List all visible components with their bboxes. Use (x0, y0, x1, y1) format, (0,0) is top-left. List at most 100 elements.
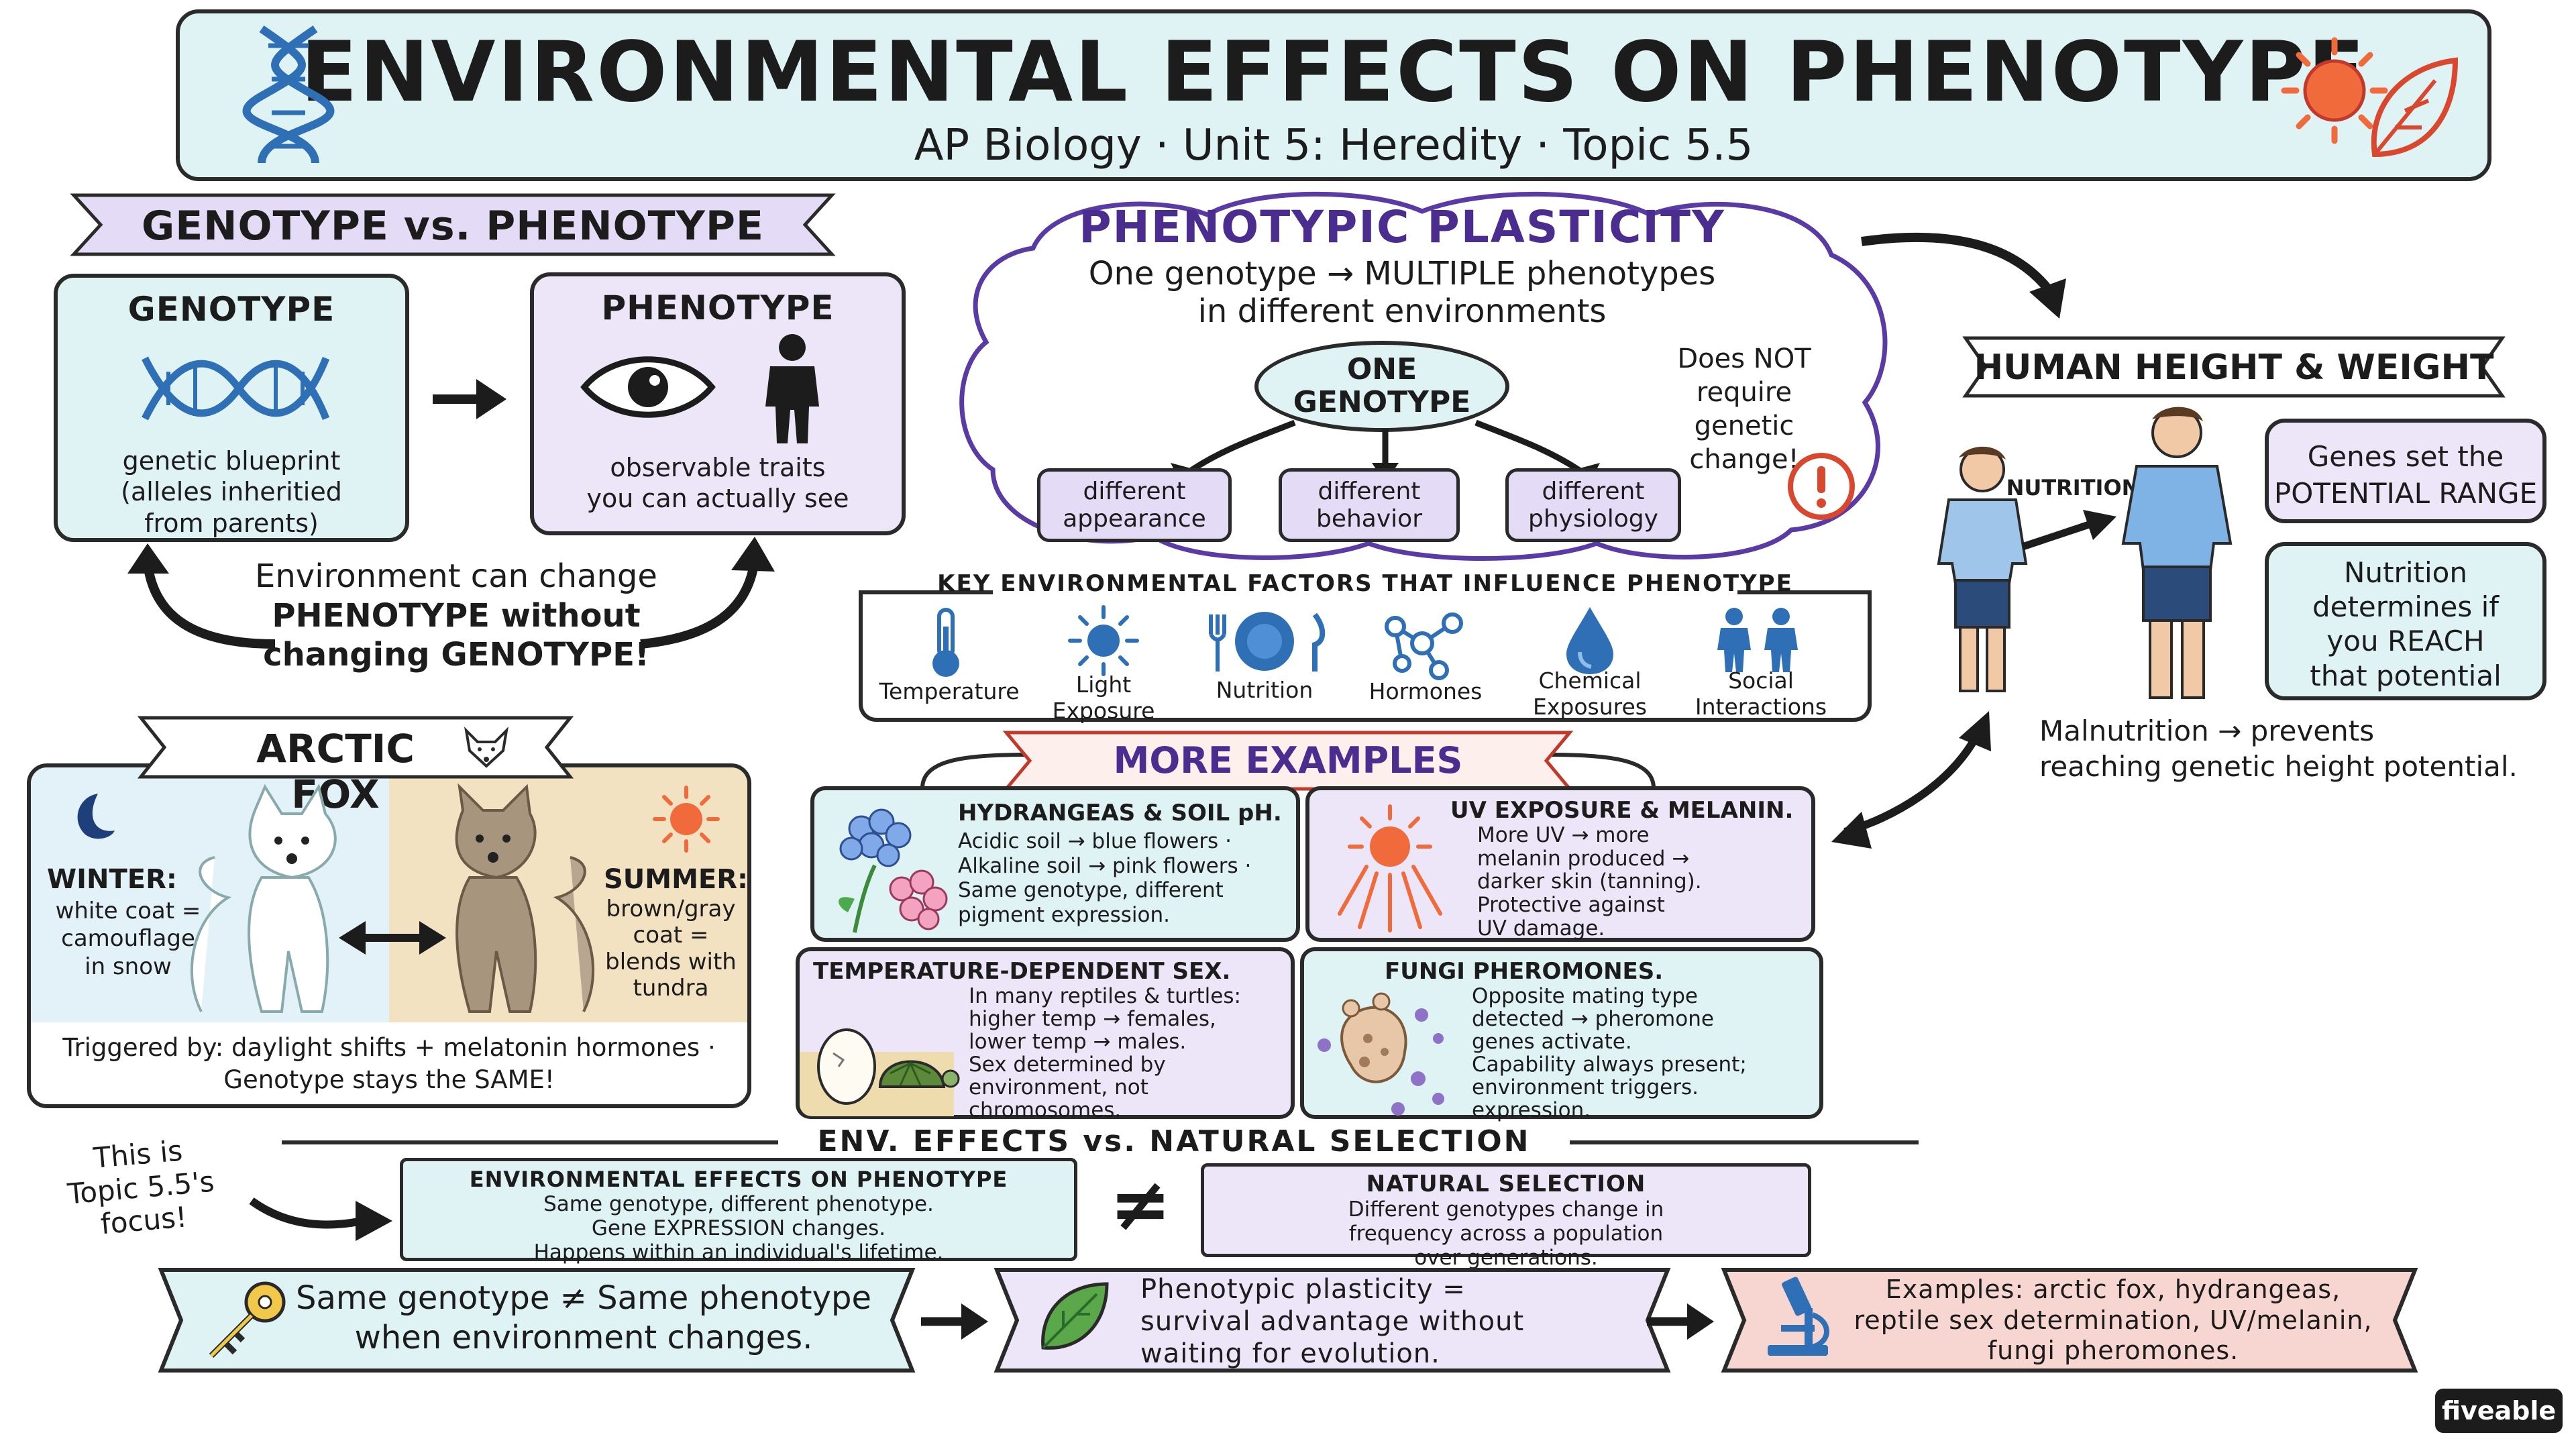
hydrangea-icon (839, 808, 948, 933)
arrow-right-icon (2021, 510, 2116, 551)
more-examples-banner: MORE EXAMPLES (1002, 730, 1574, 792)
winter-description: white coat = camouflage in snow (55, 898, 201, 980)
key-icon (209, 1281, 286, 1358)
microscope-icon (1768, 1277, 1829, 1356)
double-arrow-fox (339, 921, 446, 955)
comparison-rule-left (282, 1140, 778, 1144)
not-equal-sign: ≠ (1109, 1161, 1172, 1247)
plasticity-subtitle-1: One genotype → MULTIPLE phenotypes (1088, 255, 1716, 292)
fungi-cells-icon (1318, 992, 1444, 1116)
dna-icon (242, 25, 335, 164)
temp-sex-title: TEMPERATURE-DEPENDENT SEX. (813, 958, 1231, 985)
genes-potential-box: Genes set the POTENTIAL RANGE (2265, 419, 2546, 523)
sun-leaf-icon (2281, 37, 2459, 158)
sun-rays-icon (1338, 804, 1442, 932)
summary-3-text: Examples: arctic fox, hydrangeas, reptil… (1854, 1275, 2373, 1366)
fungi-title: FUNGI PHEROMONES. (1385, 958, 1664, 985)
page-subtitle: AP Biology · Unit 5: Heredity · Topic 5.… (914, 121, 1754, 170)
fox-title: ARCTIC FOX (256, 726, 415, 817)
human-banner: HUMAN HEIGHT & WEIGHT (1962, 335, 2506, 398)
warning-icon (1788, 453, 1855, 520)
env-effects-box: ENVIRONMENTAL EFFECTS ON PHENOTYPE Same … (400, 1158, 1077, 1265)
sun-icon (1068, 605, 1139, 676)
thermometer-icon (932, 608, 959, 677)
winter-title: WINTER: (47, 864, 177, 895)
page-title: ENVIRONMENTAL EFFECTS ON PHENOTYPE (301, 24, 2367, 121)
factor-hormones: Hormones (1368, 678, 1483, 704)
summary-1-text: Same genotype ≠ Same phenotype when envi… (295, 1279, 872, 1356)
phenotype-description: observable traits you can actually see (586, 453, 849, 514)
summary-2-text: Phenotypic plasticity = survival advanta… (1140, 1274, 1525, 1369)
nutrition-label: NUTRITION (2006, 475, 2140, 500)
summary-banner-3 (1721, 1268, 2418, 1373)
factor-nutrition: Nutrition (1216, 677, 1313, 703)
factors-title: KEY ENVIRONMENTAL FACTORS THAT INFLUENCE… (937, 570, 1793, 597)
malnutrition-note: Malnutrition → prevents reaching genetic… (2039, 714, 2518, 783)
uv-card: UV EXPOSURE & MELANIN. More UV → more me… (1305, 786, 1815, 942)
environment-note: Environment can change PHENOTYPE without… (255, 557, 657, 674)
factor-chemical: Chemical Exposures (1533, 667, 1647, 720)
hydrangea-title: HYDRANGEAS & SOIL pH. (958, 800, 1282, 826)
fox-banner: ARCTIC FOX (137, 715, 574, 817)
factor-light: Light Exposure (1052, 672, 1155, 724)
drop-icon (1566, 607, 1613, 674)
sun-icon (653, 786, 720, 853)
summary-banner-2 (994, 1268, 1671, 1373)
moon-icon (77, 794, 115, 839)
white-fox-illustration (190, 783, 337, 1013)
genotype-title: GENOTYPE (127, 290, 335, 329)
molecule-icon (1385, 612, 1463, 680)
geno-pheno-title: GENOTYPE vs. PHENOTYPE (142, 203, 764, 250)
header-banner: ENVIRONMENTAL EFFECTS ON PHENOTYPE AP Bi… (176, 9, 2491, 181)
arrow-right-icon (1647, 1303, 1714, 1340)
genotype-card: GENOTYPE genetic blueprint (alleles inhe… (54, 274, 409, 542)
uv-title: UV EXPOSURE & MELANIN. (1450, 797, 1794, 824)
more-examples-title: MORE EXAMPLES (1113, 739, 1463, 782)
hydrangea-card: HYDRANGEAS & SOIL pH. Acidic soil → blue… (810, 786, 1300, 942)
double-arrow-uv (1831, 711, 1991, 849)
arrow-right-icon (433, 379, 506, 419)
fungi-text: Opposite mating type detected → pheromon… (1472, 984, 1747, 1123)
short-person-icon (1937, 446, 2028, 692)
phenotype-card: PHENOTYPE observable traits you can actu… (530, 272, 906, 535)
plasticity-subtitle-2: in different environments (1197, 292, 1607, 330)
fungi-card: FUNGI PHEROMONES. Opposite mating type d… (1300, 947, 1823, 1123)
temp-sex-card: TEMPERATURE-DEPENDENT SEX. In many repti… (796, 947, 1295, 1122)
arrow-right-icon (249, 1197, 392, 1241)
comparison-title: ENV. EFFECTS vs. NATURAL SELECTION (817, 1124, 1531, 1159)
summer-description: brown/gray coat = blends with tundra (605, 896, 737, 1002)
brown-fox-illustration (455, 783, 595, 1013)
plasticity-title: PHENOTYPIC PLASTICITY (1079, 201, 1725, 253)
curved-arrow-right (640, 537, 775, 649)
genotype-description: genetic blueprint (alleles inheritied fr… (121, 446, 342, 538)
fox-face-icon (464, 727, 508, 768)
arrow-to-human (1861, 232, 2066, 319)
fox-genotype-note: Genotype stays the SAME! (223, 1065, 555, 1094)
factors-top-line-right (1737, 590, 1872, 594)
tall-person-icon (2121, 407, 2233, 699)
comparison-rule-right (1570, 1140, 1919, 1144)
summer-title: SUMMER: (604, 864, 749, 895)
leaf-icon (1041, 1282, 1109, 1350)
eye-icon (580, 356, 716, 418)
curved-arrow-left (127, 543, 276, 649)
fox-trigger-note: Triggered by: daylight shifts + melatoni… (62, 1033, 716, 1062)
factor-temperature: Temperature (879, 678, 1020, 704)
one-genotype-oval: ONE GENOTYPE (1254, 341, 1509, 432)
plate-icon (1209, 612, 1326, 672)
nutrition-reach-box: Nutrition determines if you REACH that p… (2265, 542, 2546, 700)
phenotype-title: PHENOTYPE (601, 288, 835, 327)
human-title: HUMAN HEIGHT & WEIGHT (1974, 347, 2494, 388)
factors-top-line-left (859, 590, 993, 594)
summary-banner-1 (158, 1268, 916, 1373)
factors-panel (859, 590, 1872, 722)
natural-selection-box: NATURAL SELECTION Different genotypes ch… (1201, 1163, 1811, 1270)
people-icon (1717, 608, 1798, 672)
brand-logo[interactable]: fiveable (2435, 1389, 2563, 1433)
focus-note: This is Topic 5.5's focus! (66, 1134, 216, 1241)
factor-social: Social Interactions (1695, 667, 1827, 720)
hydrangea-text: Acidic soil → blue flowers · Alkaline so… (958, 829, 1252, 927)
dna-icon (142, 356, 330, 421)
